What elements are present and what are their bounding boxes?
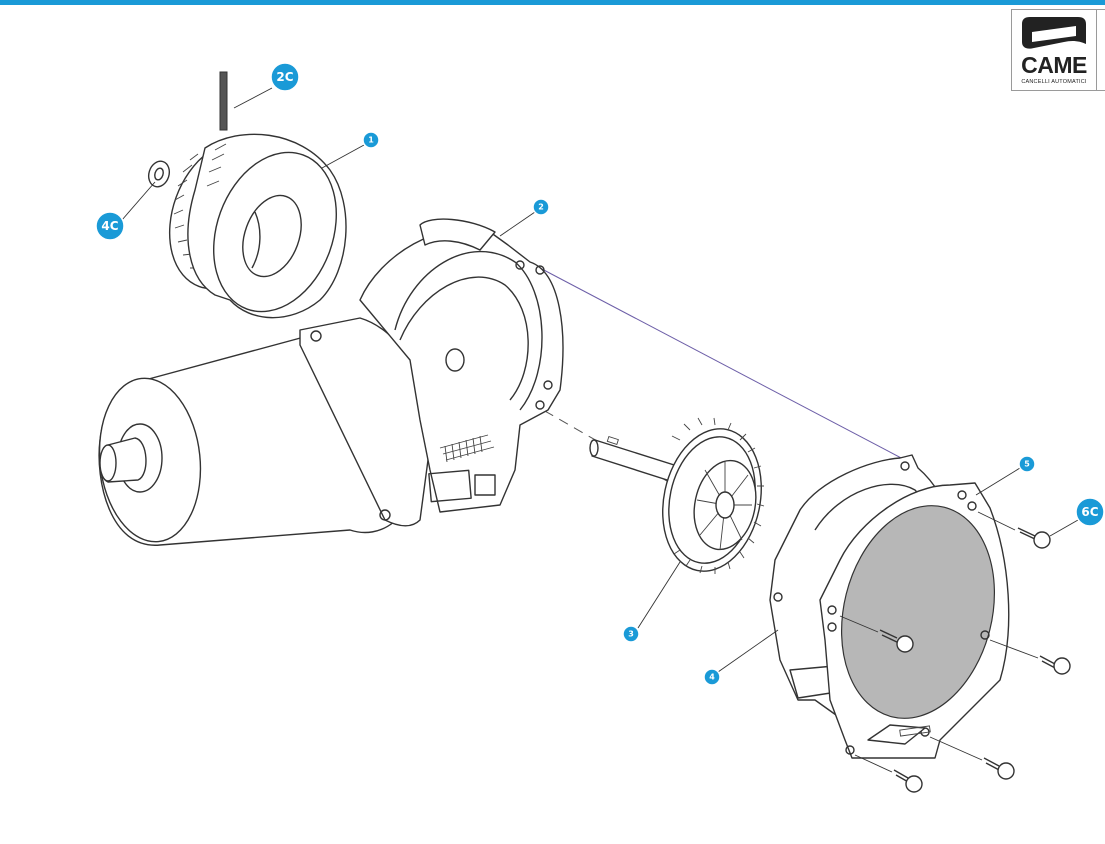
leader-2C (233, 87, 273, 109)
part-screw-5 (854, 754, 923, 793)
callout-1: 1 (362, 131, 380, 149)
part-cover (819, 482, 1010, 759)
alignment-axis-upper (539, 267, 906, 461)
part-motor-housing (98, 218, 564, 546)
callout-4C: 4C (95, 211, 125, 241)
svg-text:6C: 6C (1081, 505, 1098, 519)
svg-text:1: 1 (368, 136, 374, 145)
callout-3: 3 (622, 625, 640, 643)
logo-mark-icon (1022, 17, 1086, 49)
svg-text:5: 5 (1024, 460, 1030, 469)
leader-6C (1049, 519, 1079, 537)
alignment-axis-shaft (455, 359, 701, 501)
top-accent-bar (0, 0, 1105, 5)
svg-text:3: 3 (628, 630, 634, 639)
callout-6C: 6C (1075, 497, 1105, 527)
brand-tagline: CANCELLI AUTOMATICI (1021, 79, 1087, 85)
leader-5 (975, 467, 1021, 496)
leader-3 (637, 561, 681, 629)
svg-text:4: 4 (709, 673, 715, 682)
leader-2 (499, 211, 536, 237)
part-pin (219, 71, 228, 131)
callout-4: 4 (703, 668, 721, 686)
callout-2C: 2C (270, 62, 300, 92)
svg-text:2C: 2C (276, 70, 293, 84)
part-screw-3 (989, 639, 1071, 675)
leader-4C (121, 181, 156, 221)
part-pulley (168, 133, 347, 319)
callout-5: 5 (1018, 455, 1036, 473)
leader-4 (717, 629, 779, 673)
callout-2: 2 (532, 198, 550, 216)
logo-frame-edge (1097, 9, 1105, 91)
part-washer (147, 160, 171, 188)
svg-text:4C: 4C (101, 219, 118, 233)
part-screw-1 (977, 511, 1051, 549)
leader-1 (321, 144, 365, 169)
part-screw-2 (839, 615, 914, 653)
brand-name: CAME (1021, 52, 1087, 78)
svg-text:2: 2 (538, 203, 544, 212)
part-screw-4 (929, 736, 1015, 780)
brand-logo: CAME CANCELLI AUTOMATICI (1011, 9, 1097, 91)
part-gear-wheel (589, 417, 765, 574)
